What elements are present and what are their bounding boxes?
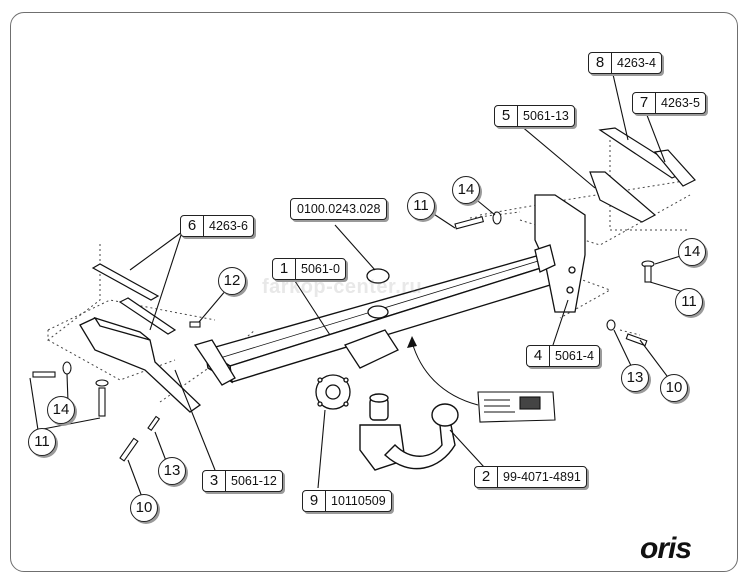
center-receiver [344, 268, 399, 369]
right-side-bracket [534, 194, 586, 313]
part-number: 1 [273, 259, 296, 279]
part-tag-8: 8 4263-4 [588, 52, 662, 74]
part-code: 10110509 [331, 494, 386, 508]
right-mount-plates [589, 127, 696, 223]
part-code: 5061-13 [523, 109, 569, 123]
callout-13: 13 [621, 364, 649, 392]
watermark-text: farkop-center.ru [262, 276, 423, 298]
part-code: 99-4071-4891 [503, 470, 581, 484]
part-number: 3 [203, 471, 226, 491]
part-number: 9 [303, 491, 326, 511]
callout-10: 10 [660, 374, 688, 402]
part-tag-1: 1 5061-0 [272, 258, 346, 280]
info-plate-arrow [411, 341, 479, 406]
part-number: 4 [527, 346, 550, 366]
left-side-bracket [79, 316, 236, 413]
socket-plate [315, 374, 351, 410]
arrowhead [407, 336, 417, 348]
part-code: 5061-12 [231, 474, 277, 488]
tow-ball-assembly [359, 393, 459, 471]
callout-13: 13 [158, 457, 186, 485]
diagram-frame [10, 12, 738, 572]
part-code: 5061-4 [555, 349, 594, 363]
part-tag-4: 4 5061-4 [526, 345, 600, 367]
info-plate [477, 391, 556, 423]
callout-11: 11 [407, 192, 435, 220]
part-tag-3: 3 5061-12 [202, 470, 283, 492]
part-tag-7: 7 4263-5 [632, 92, 706, 114]
part-code-plain: 0100.0243.028 [290, 198, 388, 220]
callout-14: 14 [47, 396, 75, 424]
callout-10: 10 [130, 494, 158, 522]
callout-14: 14 [678, 238, 706, 266]
callout-12: 12 [218, 267, 246, 295]
callout-14: 14 [452, 176, 480, 204]
part-number: 5 [495, 106, 518, 126]
part-code: 4263-4 [617, 56, 656, 70]
callout-11: 11 [28, 428, 56, 456]
oris-logo: oris [640, 532, 692, 565]
part-tag-5: 5 5061-13 [494, 105, 575, 127]
part-tag-2: 2 99-4071-4891 [474, 466, 587, 488]
part-code: 5061-0 [301, 262, 340, 276]
part-number: 8 [589, 53, 612, 73]
part-code: 4263-6 [209, 219, 248, 233]
part-number: 7 [633, 93, 656, 113]
part-number: 6 [181, 216, 204, 236]
part-tag-9: 9 10110509 [302, 490, 392, 512]
part-tag-6: 6 4263-6 [180, 215, 254, 237]
callout-11: 11 [675, 288, 703, 316]
part-code: 4263-5 [661, 96, 700, 110]
part-number: 2 [475, 467, 498, 487]
